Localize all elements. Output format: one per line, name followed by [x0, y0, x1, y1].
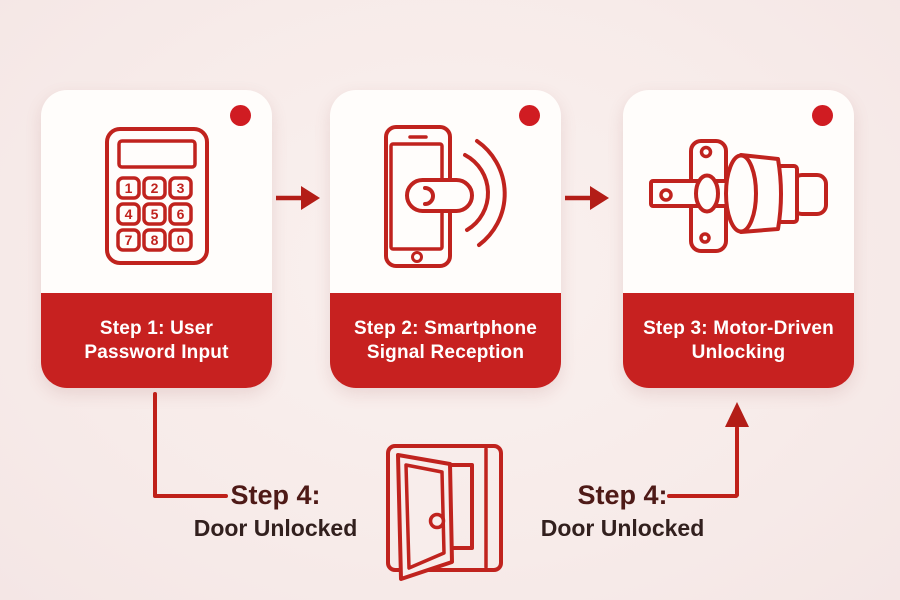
flow-arrow-right-icon — [565, 186, 609, 210]
smartphone-outline — [384, 124, 507, 268]
step-3-caption-line1: Step 3: Motor-Driven — [643, 317, 834, 339]
keypad-key-0: 0 — [176, 232, 184, 248]
flow-arrow-right-icon — [276, 186, 320, 210]
keypad-key-5: 5 — [150, 206, 158, 222]
signal-wave-inner — [463, 152, 490, 232]
final-step-right-title: Step 4: — [577, 480, 668, 510]
signal-wave-outer — [475, 138, 507, 247]
connector-card3-up-line — [735, 426, 739, 497]
step-3-caption-line2: Unlocking — [691, 341, 786, 363]
step-card-3: Step 3: Motor-Driven Unlocking — [623, 90, 854, 388]
door-outline — [386, 444, 503, 581]
keypad-outline — [104, 127, 209, 265]
status-dot-icon — [519, 105, 540, 126]
keypad-key-6: 6 — [176, 206, 184, 222]
status-dot-icon — [812, 105, 833, 126]
step-3-caption-band: Step 3: Motor-Driven Unlocking — [623, 293, 854, 388]
keypad-key-1: 1 — [124, 180, 132, 196]
connector-card3-horizontal-line — [667, 494, 738, 498]
keypad-key-2: 2 — [150, 180, 158, 196]
up-arrow-icon — [725, 402, 749, 427]
smartphone-signal-icon — [384, 124, 507, 268]
final-step-left-title: Step 4: — [230, 480, 321, 510]
keypad-icon: 1 2 3 4 5 6 7 8 0 — [104, 127, 209, 265]
card-2-icon-area — [330, 90, 561, 293]
keypad-key-8: 8 — [150, 232, 158, 248]
open-door-icon — [386, 444, 503, 581]
final-step-right-label: Step 4: Door Unlocked — [505, 480, 740, 543]
card-1-icon-area: 1 2 3 4 5 6 7 8 0 — [41, 90, 272, 293]
step-1-caption-line1: Step 1: User — [99, 317, 214, 339]
card-3-icon-area — [623, 90, 854, 293]
step-card-2: Step 2: Smartphone Signal Reception — [330, 90, 561, 388]
final-step-left-label: Step 4: Door Unlocked — [158, 480, 393, 543]
step-2-caption-band: Step 2: Smartphone Signal Reception — [330, 293, 561, 388]
motor-icon — [648, 139, 828, 253]
step-1-caption-line2: Password Input — [84, 341, 229, 363]
keypad-digits: 1 2 3 4 5 6 7 8 0 — [124, 180, 184, 248]
step-1-caption-band: Step 1: User Password Input — [41, 293, 272, 388]
status-dot-icon — [230, 105, 251, 126]
final-step-left-subtitle: Door Unlocked — [193, 515, 358, 541]
motor-outline — [648, 139, 828, 253]
keypad-key-4: 4 — [124, 206, 132, 222]
step-2-caption-line2: Signal Reception — [366, 341, 525, 363]
keypad-key-7: 7 — [124, 232, 132, 248]
final-step-right-subtitle: Door Unlocked — [540, 515, 705, 541]
connector-card1-down-line — [153, 392, 157, 497]
keypad-key-3: 3 — [176, 180, 184, 196]
step-2-caption-line1: Step 2: Smartphone — [353, 317, 538, 339]
connector-card1-horizontal-line — [153, 494, 228, 498]
step-card-1: 1 2 3 4 5 6 7 8 0 Step 1: User Password … — [41, 90, 272, 388]
